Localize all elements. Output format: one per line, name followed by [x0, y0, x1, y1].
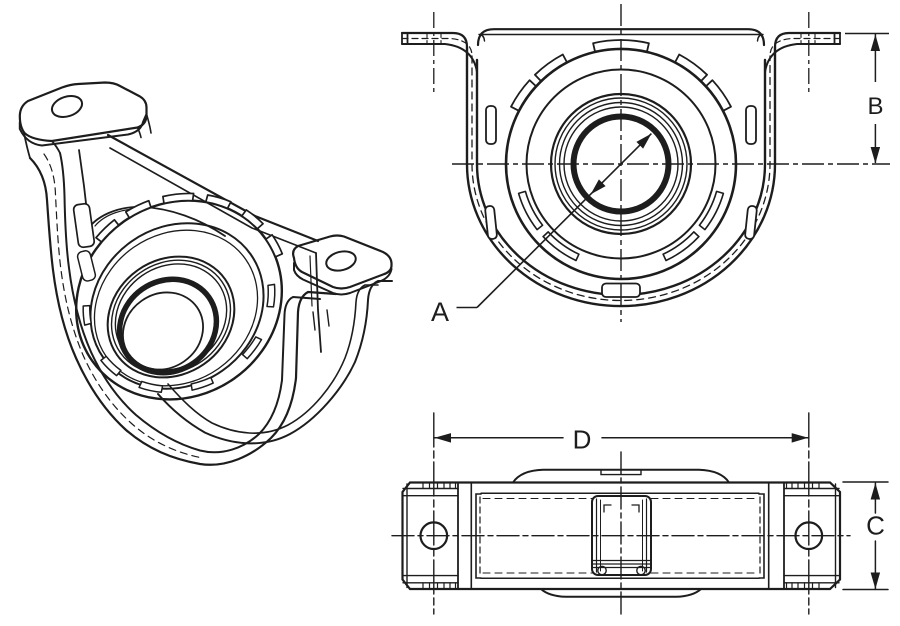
svg-text:B: B	[867, 93, 883, 120]
svg-text:A: A	[431, 297, 449, 327]
svg-text:C: C	[866, 511, 885, 541]
svg-text:D: D	[573, 425, 592, 455]
